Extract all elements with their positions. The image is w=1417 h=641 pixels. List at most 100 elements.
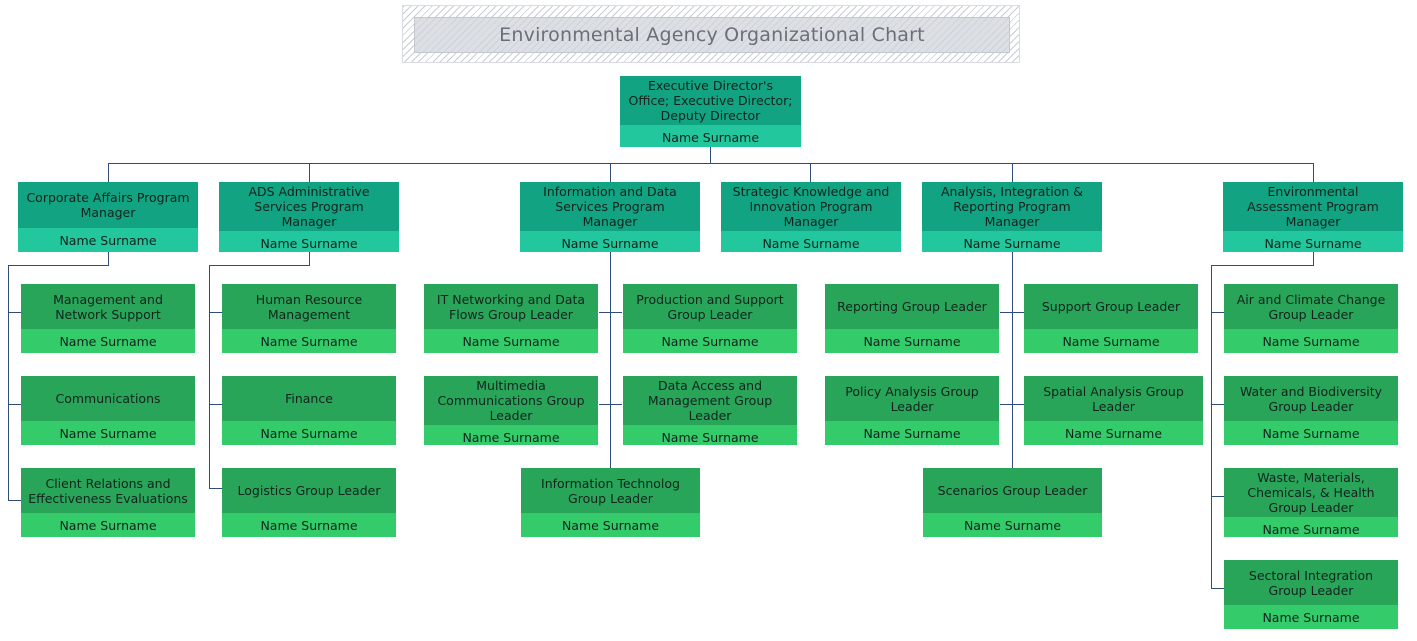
node-air-and-climate-change-group-leader[interactable]: Air and Climate Change Group Leader Name… — [1224, 284, 1398, 353]
connector-d5-stub-a — [1000, 312, 1013, 313]
connector-drop-d2 — [309, 163, 310, 182]
connector-drop-d5 — [1012, 163, 1013, 182]
node-data-access-and-management-group-leader[interactable]: Data Access and Management Group Leader … — [623, 376, 797, 445]
connector-d1-spine — [8, 265, 9, 500]
connector-d3-stub-d — [610, 404, 622, 405]
node-title: Analysis, Integration & Reporting Progra… — [922, 182, 1102, 231]
node-management-and-network-support[interactable]: Management and Network Support Name Surn… — [21, 284, 195, 353]
node-name: Name Surname — [219, 231, 399, 252]
node-title: Sectoral Integration Group Leader — [1224, 560, 1398, 605]
node-name: Name Surname — [1024, 329, 1198, 353]
node-title: Human Resource Management — [222, 284, 396, 329]
node-information-and-data-services-program-manager[interactable]: Information and Data Services Program Ma… — [520, 182, 700, 252]
node-title: Executive Director's Office; Executive D… — [620, 76, 801, 125]
connector-d2-stub-a — [209, 312, 222, 313]
node-finance[interactable]: Finance Name Surname — [222, 376, 396, 445]
node-name: Name Surname — [1224, 517, 1398, 537]
node-name: Name Surname — [1223, 231, 1403, 252]
node-information-technolog-group-leader[interactable]: Information Technolog Group Leader Name … — [521, 468, 700, 537]
node-spatial-analysis-group-leader[interactable]: Spatial Analysis Group Leader Name Surna… — [1024, 376, 1203, 445]
node-name: Name Surname — [21, 329, 195, 353]
node-strategic-knowledge-and-innovation-program-manager[interactable]: Strategic Knowledge and Innovation Progr… — [721, 182, 901, 252]
node-water-and-biodiversity-group-leader[interactable]: Water and Biodiversity Group Leader Name… — [1224, 376, 1398, 445]
connector-drop-d4 — [810, 163, 811, 182]
chart-title-plate: Environmental Agency Organizational Char… — [414, 17, 1010, 53]
node-title: Production and Support Group Leader — [623, 284, 797, 329]
connector-d6-stub-c — [1211, 496, 1224, 497]
node-logistics-group-leader[interactable]: Logistics Group Leader Name Surname — [222, 468, 396, 537]
connector-d3-spine — [610, 252, 611, 470]
node-title: Reporting Group Leader — [825, 284, 999, 329]
connector-d1-stub-c — [8, 500, 21, 501]
node-it-networking-and-data-flows-group-leader[interactable]: IT Networking and Data Flows Group Leade… — [424, 284, 598, 353]
node-reporting-group-leader[interactable]: Reporting Group Leader Name Surname — [825, 284, 999, 353]
node-human-resource-management[interactable]: Human Resource Management Name Surname — [222, 284, 396, 353]
node-support-group-leader[interactable]: Support Group Leader Name Surname — [1024, 284, 1198, 353]
connector-d6-stem — [1313, 252, 1314, 265]
connector-d2-spine — [209, 265, 210, 488]
node-title: Scenarios Group Leader — [923, 468, 1102, 513]
node-ads-administrative-services-program-manager[interactable]: ADS Administrative Services Program Mana… — [219, 182, 399, 252]
node-title: Air and Climate Change Group Leader — [1224, 284, 1398, 329]
connector-d1-stub-a — [8, 312, 21, 313]
connector-d6-stub-d — [1211, 588, 1224, 589]
node-name: Name Surname — [222, 329, 396, 353]
node-corporate-affairs-program-manager[interactable]: Corporate Affairs Program Manager Name S… — [18, 182, 198, 252]
node-title: Corporate Affairs Program Manager — [18, 182, 198, 228]
node-name: Name Surname — [1224, 329, 1398, 353]
node-title: Management and Network Support — [21, 284, 195, 329]
node-name: Name Surname — [721, 231, 901, 252]
node-environmental-assessment-program-manager[interactable]: Environmental Assessment Program Manager… — [1223, 182, 1403, 252]
node-name: Name Surname — [21, 421, 195, 445]
chart-title-banner: Environmental Agency Organizational Char… — [402, 5, 1020, 63]
node-title: IT Networking and Data Flows Group Leade… — [424, 284, 598, 329]
node-title: Data Access and Management Group Leader — [623, 376, 797, 425]
connector-drop-d3 — [610, 163, 611, 182]
connector-drop-d6 — [1313, 163, 1314, 182]
node-title: Finance — [222, 376, 396, 421]
node-name: Name Surname — [1024, 421, 1203, 445]
node-name: Name Surname — [18, 228, 198, 252]
connector-d1-turn — [8, 265, 109, 266]
node-analysis-integration-reporting-program-manager[interactable]: Analysis, Integration & Reporting Progra… — [922, 182, 1102, 252]
connector-d1-stem — [108, 252, 109, 265]
node-communications[interactable]: Communications Name Surname — [21, 376, 195, 445]
node-title: Strategic Knowledge and Innovation Progr… — [721, 182, 901, 231]
node-name: Name Surname — [521, 513, 700, 537]
connector-d6-stub-b — [1211, 404, 1224, 405]
node-name: Name Surname — [1224, 605, 1398, 629]
connector-main-bus — [108, 163, 1314, 164]
node-title: Water and Biodiversity Group Leader — [1224, 376, 1398, 421]
connector-d5-spine — [1012, 252, 1013, 470]
connector-d6-spine — [1211, 265, 1212, 589]
node-title: Information Technolog Group Leader — [521, 468, 700, 513]
node-waste-materials-chemicals-health-group-leader[interactable]: Waste, Materials, Chemicals, & Health Gr… — [1224, 468, 1398, 537]
node-title: Multimedia Communications Group Leader — [424, 376, 598, 425]
node-executive-director-office[interactable]: Executive Director's Office; Executive D… — [620, 76, 801, 147]
connector-d3-stub-b — [610, 312, 622, 313]
node-scenarios-group-leader[interactable]: Scenarios Group Leader Name Surname — [923, 468, 1102, 537]
node-title: Policy Analysis Group Leader — [825, 376, 999, 421]
node-title: Waste, Materials, Chemicals, & Health Gr… — [1224, 468, 1398, 517]
node-production-and-support-group-leader[interactable]: Production and Support Group Leader Name… — [623, 284, 797, 353]
node-multimedia-communications-group-leader[interactable]: Multimedia Communications Group Leader N… — [424, 376, 598, 445]
node-title: ADS Administrative Services Program Mana… — [219, 182, 399, 231]
page-title: Environmental Agency Organizational Char… — [499, 24, 925, 46]
connector-d1-stub-b — [8, 404, 21, 405]
connector-d3-stub-c — [599, 404, 611, 405]
connector-d6-stub-a — [1211, 312, 1224, 313]
node-name: Name Surname — [922, 231, 1102, 252]
connector-d6-turn — [1211, 265, 1314, 266]
node-sectoral-integration-group-leader[interactable]: Sectoral Integration Group Leader Name S… — [1224, 560, 1398, 629]
node-client-relations-and-effectiveness-evaluations[interactable]: Client Relations and Effectiveness Evalu… — [21, 468, 195, 537]
node-policy-analysis-group-leader[interactable]: Policy Analysis Group Leader Name Surnam… — [825, 376, 999, 445]
connector-drop-d1 — [108, 163, 109, 182]
node-title: Client Relations and Effectiveness Evalu… — [21, 468, 195, 513]
connector-root-stem — [710, 147, 711, 164]
connector-d5-stub-b — [1012, 312, 1024, 313]
node-title: Support Group Leader — [1024, 284, 1198, 329]
node-title: Spatial Analysis Group Leader — [1024, 376, 1203, 421]
node-name: Name Surname — [424, 425, 598, 445]
node-name: Name Surname — [623, 329, 797, 353]
